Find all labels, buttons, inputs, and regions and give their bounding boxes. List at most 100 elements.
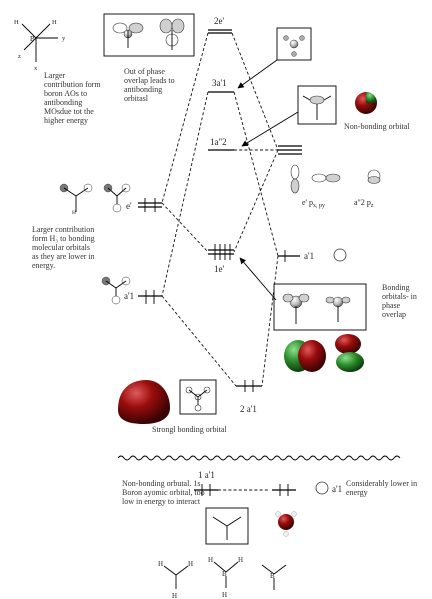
svg-text:a'1: a'1 bbox=[332, 484, 342, 494]
svg-text:H: H bbox=[208, 556, 213, 564]
molecule-h3: H H H bbox=[158, 560, 193, 599]
y-axis-label: y bbox=[62, 35, 66, 42]
svg-text:H: H bbox=[188, 560, 193, 568]
svg-text:Larger: Larger bbox=[44, 71, 66, 80]
level-a1-left: a'1 bbox=[124, 290, 162, 304]
core-note: Non-bonding orbutal. 1s Boron ayomic orb… bbox=[122, 479, 205, 506]
h3-a1-molecule bbox=[101, 276, 131, 305]
svg-text:form H₃ to bonding: form H₃ to bonding bbox=[32, 234, 95, 243]
level-1a2: 1a"2 bbox=[208, 137, 234, 151]
svg-text:as they are lower in: as they are lower in bbox=[32, 252, 95, 261]
svg-text:molecular orbitals: molecular orbitals bbox=[32, 243, 90, 252]
svg-text:1a"2: 1a"2 bbox=[210, 137, 227, 147]
atom-h: H bbox=[14, 19, 19, 26]
svg-text:2e': 2e' bbox=[214, 16, 224, 26]
lower-energy-note: Considerably lower in energy bbox=[346, 479, 417, 497]
level-1e: 1e' bbox=[208, 244, 234, 274]
nonbonding-label: Non-bonding orbital bbox=[344, 122, 410, 131]
arrow-to-3a1 bbox=[237, 59, 278, 89]
svg-text:contribution form: contribution form bbox=[44, 80, 101, 89]
antibonding-orbital-2 bbox=[159, 18, 185, 50]
svg-text:orbitals- in: orbitals- in bbox=[382, 292, 417, 301]
svg-text:overlap leads to: overlap leads to bbox=[124, 76, 175, 85]
z-axis-label: z bbox=[18, 53, 21, 60]
bonding-orbitals-box bbox=[273, 283, 367, 331]
nonbonding-orbital-icon bbox=[302, 95, 332, 120]
strong-bonding-icon bbox=[185, 386, 211, 412]
svg-text:energy: energy bbox=[346, 488, 368, 497]
svg-text:antibonding: antibonding bbox=[44, 98, 82, 107]
svg-text:B: B bbox=[270, 572, 275, 580]
p-orbital-pz bbox=[290, 164, 300, 194]
out-of-phase-note: Out of phase overlap leads to antibondin… bbox=[124, 67, 175, 103]
svg-text:boron AOs to: boron AOs to bbox=[44, 89, 87, 98]
bonding-note: Bonding orbitals- in phase overlap bbox=[382, 283, 417, 319]
orbital-icon bbox=[283, 35, 305, 57]
svg-text:H: H bbox=[222, 591, 227, 599]
svg-text:H: H bbox=[238, 556, 243, 564]
level-2a1: 2 a'1 bbox=[236, 380, 262, 414]
svg-text:a'1: a'1 bbox=[304, 251, 314, 261]
svg-text:energy.: energy. bbox=[32, 261, 55, 270]
x-axis-label: x bbox=[34, 65, 38, 72]
ep-label: e' px, py bbox=[302, 198, 325, 209]
svg-text:low in energy to interact: low in energy to interact bbox=[122, 497, 201, 506]
svg-text:antibonding: antibonding bbox=[124, 85, 162, 94]
atom-h: H bbox=[52, 19, 57, 26]
nonbonding-sphere bbox=[355, 92, 377, 114]
core-sphere bbox=[275, 511, 297, 537]
h3-contribution-note: Larger contribution form H₃ to bonding m… bbox=[32, 225, 95, 270]
svg-text:e': e' bbox=[126, 201, 132, 211]
strong-bonding-sphere bbox=[118, 380, 170, 424]
svg-text:H: H bbox=[72, 210, 76, 216]
svg-text:Non-bonding orbutal. 1s: Non-bonding orbutal. 1s bbox=[122, 479, 200, 488]
svg-text:3a'1: 3a'1 bbox=[212, 78, 227, 88]
level-e-left: e' bbox=[126, 198, 162, 212]
svg-text:higher energy: higher energy bbox=[44, 116, 88, 125]
axes-figure: B H H y z x bbox=[14, 19, 66, 72]
correlation-lines bbox=[161, 32, 279, 387]
svg-text:1 a'1: 1 a'1 bbox=[198, 470, 215, 480]
atom-b: B bbox=[30, 35, 35, 43]
bonding-render-2 bbox=[335, 334, 364, 372]
p-orbital-py bbox=[311, 173, 341, 183]
level-1a1: 1 a'1 bbox=[194, 470, 218, 496]
level-3a1: 3a'1 bbox=[208, 78, 234, 93]
level-core-right: a'1 bbox=[272, 481, 342, 496]
svg-text:overlap: overlap bbox=[382, 310, 406, 319]
svg-text:a'1: a'1 bbox=[124, 291, 134, 301]
arrow-to-1a2 bbox=[241, 111, 299, 147]
arrow-to-1e bbox=[239, 257, 277, 301]
wavy-divider bbox=[117, 455, 401, 461]
p-orbital-px bbox=[367, 169, 381, 184]
strong-bonding-label: Strongl bonding orbital bbox=[152, 425, 227, 434]
svg-text:Larger contribution: Larger contribution bbox=[32, 225, 94, 234]
svg-text:B: B bbox=[222, 570, 227, 578]
svg-text:H: H bbox=[172, 592, 177, 599]
svg-text:phase: phase bbox=[382, 301, 401, 310]
svg-text:Considerably lower in: Considerably lower in bbox=[346, 479, 417, 488]
svg-text:H: H bbox=[158, 560, 163, 568]
boron-p-levels bbox=[278, 145, 302, 155]
svg-text:orbitasl: orbitasl bbox=[124, 94, 149, 103]
svg-text:Boron ayomic orbital, too: Boron ayomic orbital, too bbox=[122, 488, 205, 497]
level-a1-right: a'1 bbox=[278, 248, 347, 262]
core-orbital-icon bbox=[212, 516, 242, 540]
svg-text:2 a'1: 2 a'1 bbox=[240, 404, 257, 414]
bonding-orbital-1 bbox=[282, 293, 310, 324]
svg-text:MOsdue tot the: MOsdue tot the bbox=[44, 107, 94, 116]
svg-text:Bonding: Bonding bbox=[382, 283, 410, 292]
bonding-orbital-2 bbox=[325, 296, 351, 322]
svg-text:1e': 1e' bbox=[214, 264, 224, 274]
a2-label: a"2 pz bbox=[354, 198, 374, 209]
molecule-b-bonds: B bbox=[261, 564, 287, 590]
bonding-render-1 bbox=[284, 340, 326, 372]
antibonding-orbital-1 bbox=[112, 22, 144, 48]
molecule-bh3: B H H H bbox=[208, 556, 243, 599]
h3-e-molecule: H bbox=[59, 183, 131, 216]
svg-text:Out of phase: Out of phase bbox=[124, 67, 165, 76]
level-2e: 2e' bbox=[208, 16, 232, 34]
bond-line bbox=[21, 23, 37, 39]
